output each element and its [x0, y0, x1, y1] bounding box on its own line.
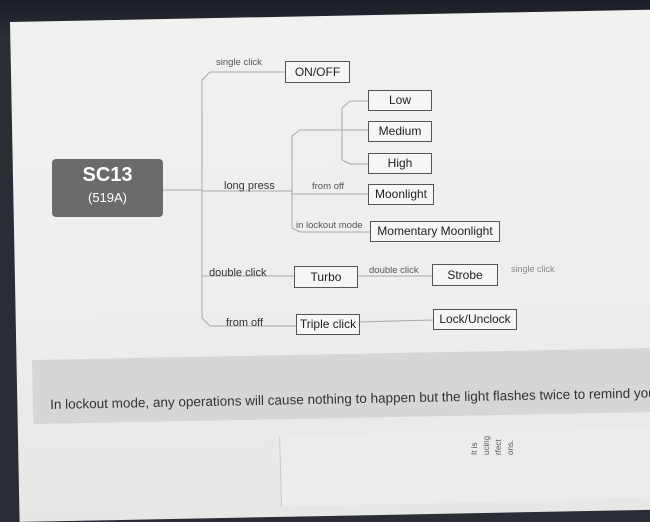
label-in-lockout-mode: in lockout mode — [296, 220, 363, 231]
device-box: SC13 (519A) — [52, 159, 163, 217]
box-low: Low — [368, 90, 432, 111]
label-from-off: from off — [312, 181, 345, 192]
edge-fragment-4: ons. — [506, 439, 515, 455]
box-turbo: Turbo — [294, 266, 358, 288]
edge-fragment-1: It is — [470, 442, 479, 455]
box-on-off: ON/OFF — [285, 61, 350, 83]
box-strobe: Strobe — [432, 264, 498, 286]
box-high: High — [368, 153, 432, 174]
box-medium: Medium — [368, 121, 432, 142]
box-lock-unlock: Lock/Unclock — [433, 309, 517, 330]
box-momentary-moonlight: Momentary Moonlight — [370, 221, 500, 242]
label-single-click: single click — [216, 57, 262, 68]
edge-fragment-3: rfect — [494, 439, 503, 455]
label-double-click-2: double click — [369, 265, 419, 276]
label-double-click: double click — [209, 267, 267, 279]
device-variant: (519A) — [87, 190, 128, 205]
connector-lines — [163, 71, 434, 327]
edge-fragment-2: ucing — [482, 435, 491, 455]
label-long-press: long press — [224, 180, 275, 192]
label-from-off-2: from off — [226, 317, 264, 329]
box-triple-click: Triple click — [296, 314, 360, 335]
box-moonlight: Moonlight — [368, 184, 434, 205]
device-model: SC13 — [82, 164, 133, 186]
label-single-click-2: single click — [511, 264, 555, 274]
footer-banner — [32, 348, 650, 424]
